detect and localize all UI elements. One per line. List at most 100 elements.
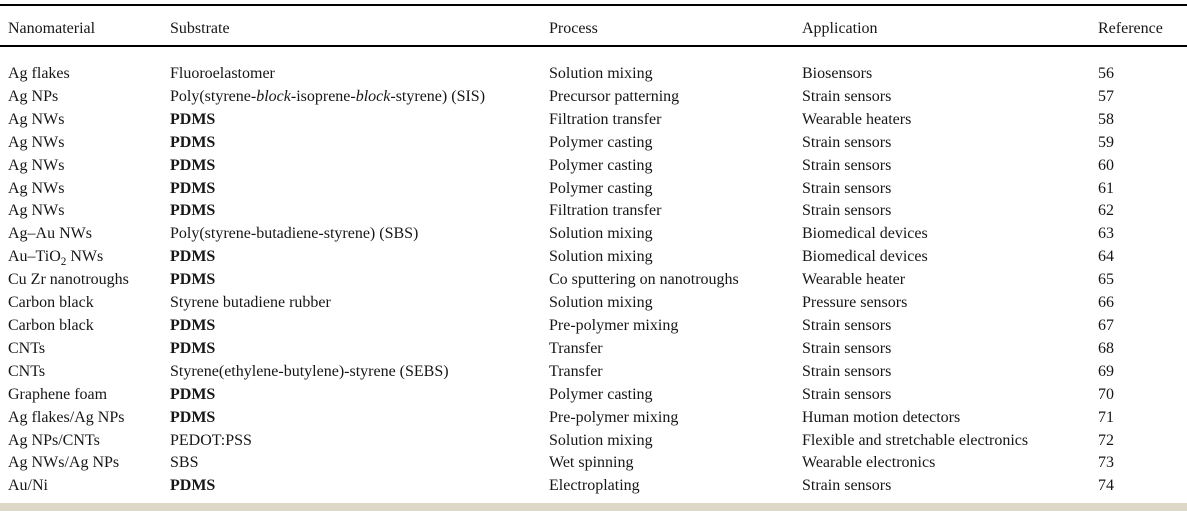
cell-application: Biomedical devices [802,248,928,266]
cell-process: Polymer casting [549,133,653,151]
cell-process: Precursor patterning [549,87,680,105]
cell-substrate: PDMS [170,156,216,174]
cell-substrate: Styrene(ethylene-butylene)-styrene (SEBS… [170,362,449,380]
header-row: Nanomaterial Substrate Process Applicati… [0,6,1187,47]
cell-reference: 63 [1098,225,1114,243]
cell-substrate: PDMS [170,385,216,403]
cell-nanomaterial: Ag–Au NWs [8,225,92,243]
cell-nanomaterial: Carbon black [8,294,94,312]
cell-reference: 56 [1098,65,1114,82]
cell-substrate: PDMS [170,110,216,128]
cell-nanomaterial: Cu Zr nanotroughs [8,271,129,289]
cell-nanomaterial: Au–TiO2 NWs [8,248,104,269]
cell-application: Strain sensors [802,316,892,334]
column-header-process: Process [549,6,802,47]
cell-reference: 69 [1098,362,1114,380]
cell-reference: 67 [1098,316,1114,334]
table-bottom-band [0,503,1187,512]
table-top-rule [0,4,1187,6]
cell-application: Human motion detectors [802,408,961,426]
cell-process: Solution mixing [549,248,653,266]
cell-nanomaterial: Ag NWs [8,110,65,128]
cell-process: Solution mixing [549,294,653,312]
table-row: Ag NWs PDMS Filtration transfer Wearable he… [0,109,1187,132]
table-row: Ag NWs PDMS Filtration transfer Strain sens… [0,200,1187,223]
cell-substrate: PDMS [170,271,216,289]
cell-application: Strain sensors [802,477,892,495]
column-header-reference: Reference [1098,6,1187,47]
column-header-application: Application [802,6,1098,47]
table-row: Ag–Au NWs Poly(styrene-butadiene-styrene)… [0,223,1187,246]
cell-process: Transfer [549,339,603,357]
cell-substrate: Poly(styrene-block-isoprene-block-styren… [170,87,486,105]
cell-process: Solution mixing [549,65,653,82]
cell-nanomaterial: Ag NWs/Ag NPs [8,454,120,472]
cell-application: Strain sensors [802,385,892,403]
cell-substrate: Styrene butadiene rubber [170,294,331,312]
column-header-nanomaterial: Nanomaterial [0,6,170,47]
cell-nanomaterial: Ag NPs [8,87,59,105]
cell-reference: 68 [1098,339,1114,357]
cell-process: Solution mixing [549,225,653,243]
paper-table-page: Nanomaterial Substrate Process Applicati… [0,4,1187,524]
cell-substrate: PDMS [170,477,216,495]
cell-reference: 60 [1098,156,1114,174]
cell-application: Strain sensors [802,339,892,357]
cell-process: Polymer casting [549,156,653,174]
table-row: Au–TiO2 NWs PDMS Solution mixing Biomedical… [0,246,1187,269]
cell-nanomaterial: Ag flakes/Ag NPs [8,408,125,426]
cell-reference: 59 [1098,133,1114,151]
cell-nanomaterial: Ag NWs [8,133,65,151]
cell-reference: 70 [1098,385,1114,403]
cell-application: Wearable electronics [802,454,936,472]
cell-application: Pressure sensors [802,294,908,312]
cell-reference: 64 [1098,248,1114,266]
column-header-substrate: Substrate [170,6,549,47]
cell-process: Co sputtering on nanotroughs [549,271,739,289]
cell-application: Flexible and stretchable electronics [802,431,1029,449]
cell-substrate: PDMS [170,202,216,220]
cell-substrate: PDMS [170,248,216,266]
cell-process: Filtration transfer [549,110,662,128]
cell-nanomaterial: Au/Ni [8,477,48,495]
cell-nanomaterial: Carbon black [8,316,94,334]
table-header: Nanomaterial Substrate Process Applicati… [0,6,1187,47]
cell-application: Wearable heaters [802,110,912,128]
cell-application: Strain sensors [802,133,892,151]
cell-process: Pre-polymer mixing [549,408,679,426]
cell-process: Electroplating [549,477,640,495]
cell-substrate: Poly(styrene-butadiene-styrene) (SBS) [170,225,419,243]
cell-reference: 62 [1098,202,1114,220]
cell-application: Strain sensors [802,87,892,105]
cell-reference: 57 [1098,87,1114,105]
cell-reference: 71 [1098,408,1114,426]
table-row: Ag NPs Poly(styrene-block-isoprene-block-… [0,86,1187,109]
cell-substrate: PDMS [170,133,216,151]
cell-nanomaterial: Ag NWs [8,179,65,197]
cell-process: Polymer casting [549,179,653,197]
cell-process: Filtration transfer [549,202,662,220]
cell-application: Strain sensors [802,202,892,220]
cell-nanomaterial: Ag NWs [8,202,65,220]
cell-application: Strain sensors [802,156,892,174]
cell-reference: 73 [1098,454,1114,472]
table-row: Ag NWs PDMS Polymer casting Strain sensors 5… [0,132,1187,155]
cell-application: Strain sensors [802,362,892,380]
cell-substrate: PDMS [170,316,216,334]
cell-application: Biomedical devices [802,225,928,243]
cell-substrate: PEDOT:PSS [170,431,252,449]
cell-application: Biosensors [802,65,873,82]
cell-reference: 61 [1098,179,1114,197]
reference-table: Nanomaterial Substrate Process Applicati… [0,6,1187,498]
table-row: Carbon black Styrene butadiene rubber Solu… [0,292,1187,315]
